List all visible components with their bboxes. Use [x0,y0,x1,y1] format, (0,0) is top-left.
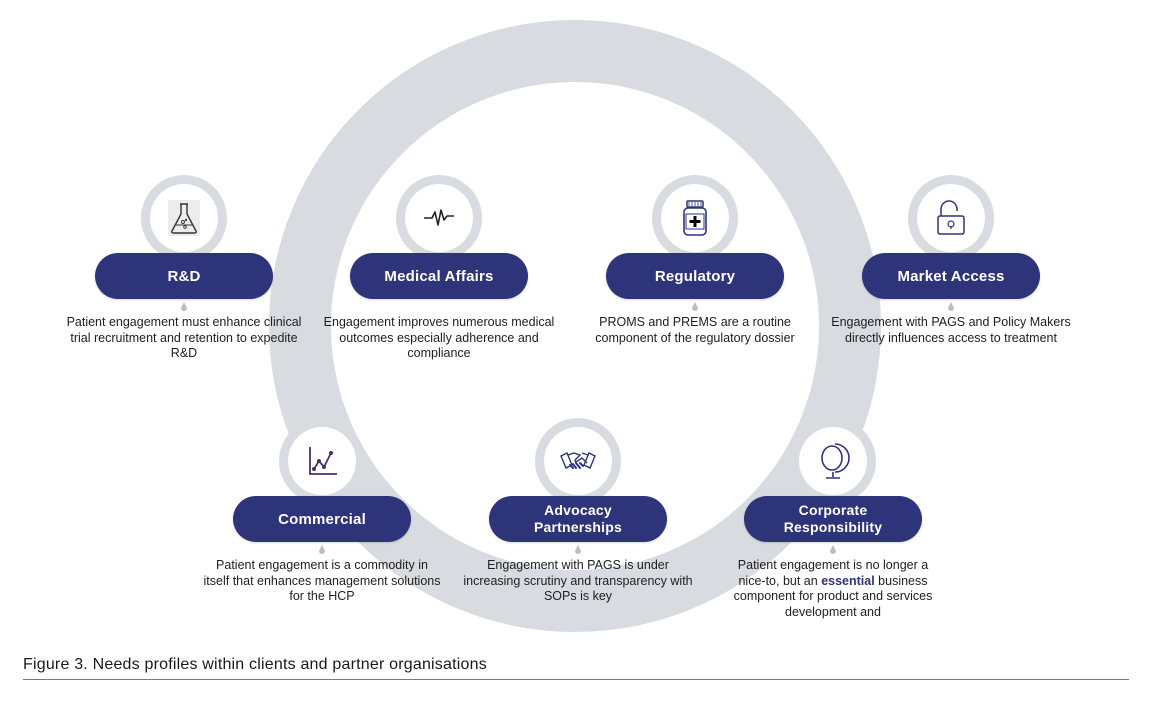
description-market-access: Engagement with PAGS and Policy Makers d… [831,315,1071,345]
icon-halo [279,418,365,504]
connector-drop [830,545,836,554]
heartbeat-icon [424,209,454,226]
globe-icon [821,443,850,479]
emphasis-essential: essential [821,573,875,588]
pill-market-access: Market Access [862,253,1040,299]
connector-drop [948,302,954,311]
description-advocacy-partnerships: Engagement with PAGS is under increasing… [463,558,693,603]
icon-halo [141,175,227,261]
pill-corporate-responsibility: Corporate Responsibility [744,496,922,542]
icon-halo [790,418,876,504]
figure-caption: Figure 3. Needs profiles within clients … [23,656,487,673]
description-corporate-responsibility: Patient engagement is no longer a nice-t… [733,558,933,619]
connector-drop [575,545,581,554]
line-chart-icon [309,447,337,475]
icon-halo [652,175,738,261]
handshake-icon [560,452,596,469]
icon-halo [535,418,621,504]
connector-drop [181,302,187,311]
description-medical-affairs: Engagement improves numerous medical out… [323,315,555,360]
medicine-bottle-icon [683,200,707,236]
pill-advocacy-partnerships: Advocacy Partnerships [489,496,667,542]
description-commercial: Patient engagement is a commodity in its… [203,558,441,603]
connector-drop [319,545,325,554]
icon-halo [908,175,994,261]
pill-commercial: Commercial [233,496,411,542]
pill-regulatory: Regulatory [606,253,784,299]
description-rd: Patient engagement must enhance clinical… [66,315,302,360]
unlocked-padlock-icon [937,200,965,235]
pill-rd: R&D [95,253,273,299]
flask-icon [168,200,200,236]
caption-divider [23,679,1129,680]
connector-drop [692,302,698,311]
description-regulatory: PROMS and PREMS are a routine component … [595,315,795,345]
pill-medical-affairs: Medical Affairs [350,253,528,299]
icon-halo [396,175,482,261]
